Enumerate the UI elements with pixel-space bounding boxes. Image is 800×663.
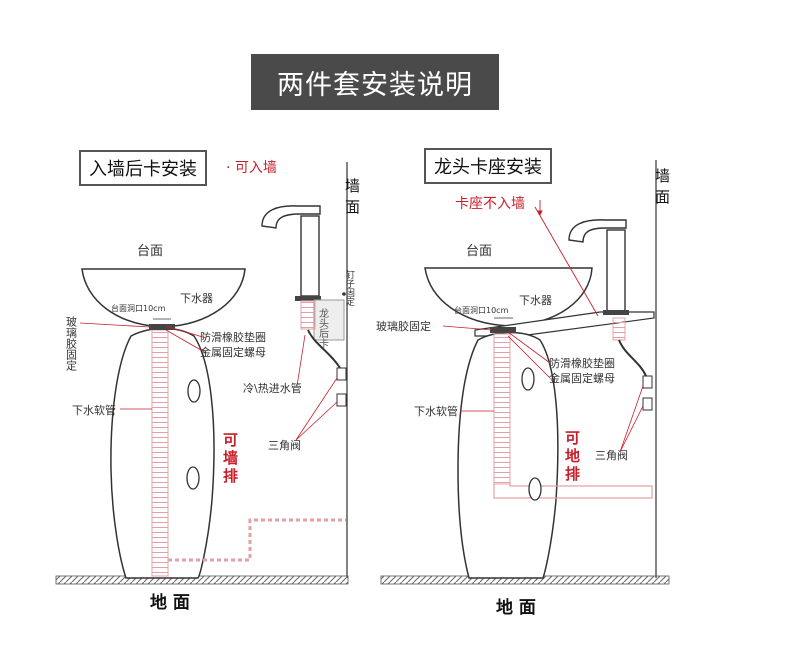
- left-floor-label: 地 面: [150, 592, 190, 613]
- left-inlet-leader: [296, 334, 306, 387]
- right-seat-plate: [474, 311, 655, 337]
- right-valve-2: [642, 397, 653, 411]
- right-note: 卡座不入墙: [455, 196, 525, 212]
- left-valve-leader-2: [295, 401, 338, 441]
- left-hole-label: 台面洞口10cm: [111, 303, 166, 313]
- left-faucet-base: [295, 296, 321, 301]
- left-hose-label: 下水软管: [72, 403, 116, 417]
- left-glue-label: 玻璃胶固定: [65, 316, 78, 372]
- right-drain-ground-label: 可地排: [563, 430, 581, 484]
- left-nut-leader: [165, 329, 207, 354]
- left-drain-wall-label: 可墙排: [221, 432, 239, 486]
- left-gasket-leader: [165, 325, 207, 339]
- left-faucet-spout: [261, 205, 321, 229]
- right-glue-label: 玻璃胶固定: [376, 319, 431, 333]
- left-rear-clip-label: 龙头后卡: [317, 307, 329, 349]
- right-wall-label: 墙面: [653, 168, 671, 210]
- right-faucet-spout: [568, 219, 627, 243]
- right-drain-label: 下水器: [519, 294, 552, 307]
- left-oval-bottom: [186, 466, 200, 490]
- left-nail-dot: [342, 292, 346, 296]
- right-valve-1: [642, 375, 653, 389]
- right-gasket-label: 防滑橡胶垫圈: [549, 356, 615, 370]
- left-inlet-pipe: [307, 329, 341, 369]
- right-drain-hose: [493, 333, 511, 485]
- left-valve-label: 三角阀: [268, 438, 301, 452]
- left-nut-label: 金属固定螺母: [200, 345, 266, 359]
- left-rear-clip: [313, 299, 345, 341]
- right-gasket-leader: [507, 331, 551, 364]
- right-heading: 龙头卡座安装: [424, 148, 552, 184]
- left-drain-label: 下水器: [180, 292, 213, 305]
- right-note-leader: [534, 206, 599, 317]
- right-faucet-hose: [612, 317, 626, 341]
- right-floor-label: 地 面: [496, 597, 536, 618]
- right-oval-top: [521, 367, 535, 391]
- right-faucet-base: [603, 310, 629, 315]
- right-counter-label: 台面: [466, 244, 492, 259]
- right-glue-leader: [442, 325, 493, 331]
- left-gasket-label: 防滑橡胶垫圈: [200, 330, 266, 344]
- left-counter-label: 台面: [137, 244, 163, 259]
- left-wall-label: 墙面: [343, 178, 361, 220]
- left-valve-leader-1: [295, 377, 338, 441]
- left-heading: 入墙后卡安装: [79, 150, 207, 186]
- right-drain-plate: [490, 327, 516, 333]
- right-nut-label: 金属固定螺母: [549, 371, 615, 385]
- right-valve-leader-1: [619, 385, 644, 453]
- right-oval-bottom: [528, 477, 542, 501]
- left-faucet-body: [300, 215, 320, 297]
- right-faucet-body: [606, 229, 626, 313]
- left-wall-drain-pipe: [168, 518, 346, 562]
- right-hose-label: 下水软管: [414, 404, 458, 418]
- right-inlet-pipe: [618, 339, 647, 377]
- left-drain-plate: [149, 324, 175, 330]
- left-oval-top: [187, 379, 201, 403]
- right-hole-label: 台面洞口10cm: [454, 305, 509, 315]
- left-glue-leader: [79, 322, 151, 328]
- right-valve-label: 三角阀: [595, 448, 628, 462]
- left-inlet-label: 冷\热进水管: [243, 381, 302, 395]
- right-panel: 卡座不入墙 台面 台面洞口10cm 下水器 玻璃胶固定 防滑橡胶垫圈 金属固定螺…: [376, 160, 671, 618]
- left-drain-hose: [151, 329, 169, 577]
- left-basin: [81, 268, 246, 328]
- right-nut-leader: [507, 335, 551, 379]
- left-nail-label: 钉子固定: [344, 270, 355, 307]
- left-ground: [55, 575, 349, 585]
- left-valve-1: [336, 367, 347, 381]
- left-valve-2: [336, 393, 347, 407]
- right-ground-drain-pipe: [493, 484, 653, 499]
- right-valve-leader-2: [619, 405, 644, 453]
- left-panel: · 可入墙 台面 台面洞口10cm 下水器 防滑橡胶垫圈 金属固定螺母 下水软管…: [55, 160, 361, 613]
- left-note: · 可入墙: [226, 160, 277, 176]
- page-title: 两件套安装说明: [251, 54, 499, 110]
- left-faucet-hose: [300, 300, 316, 330]
